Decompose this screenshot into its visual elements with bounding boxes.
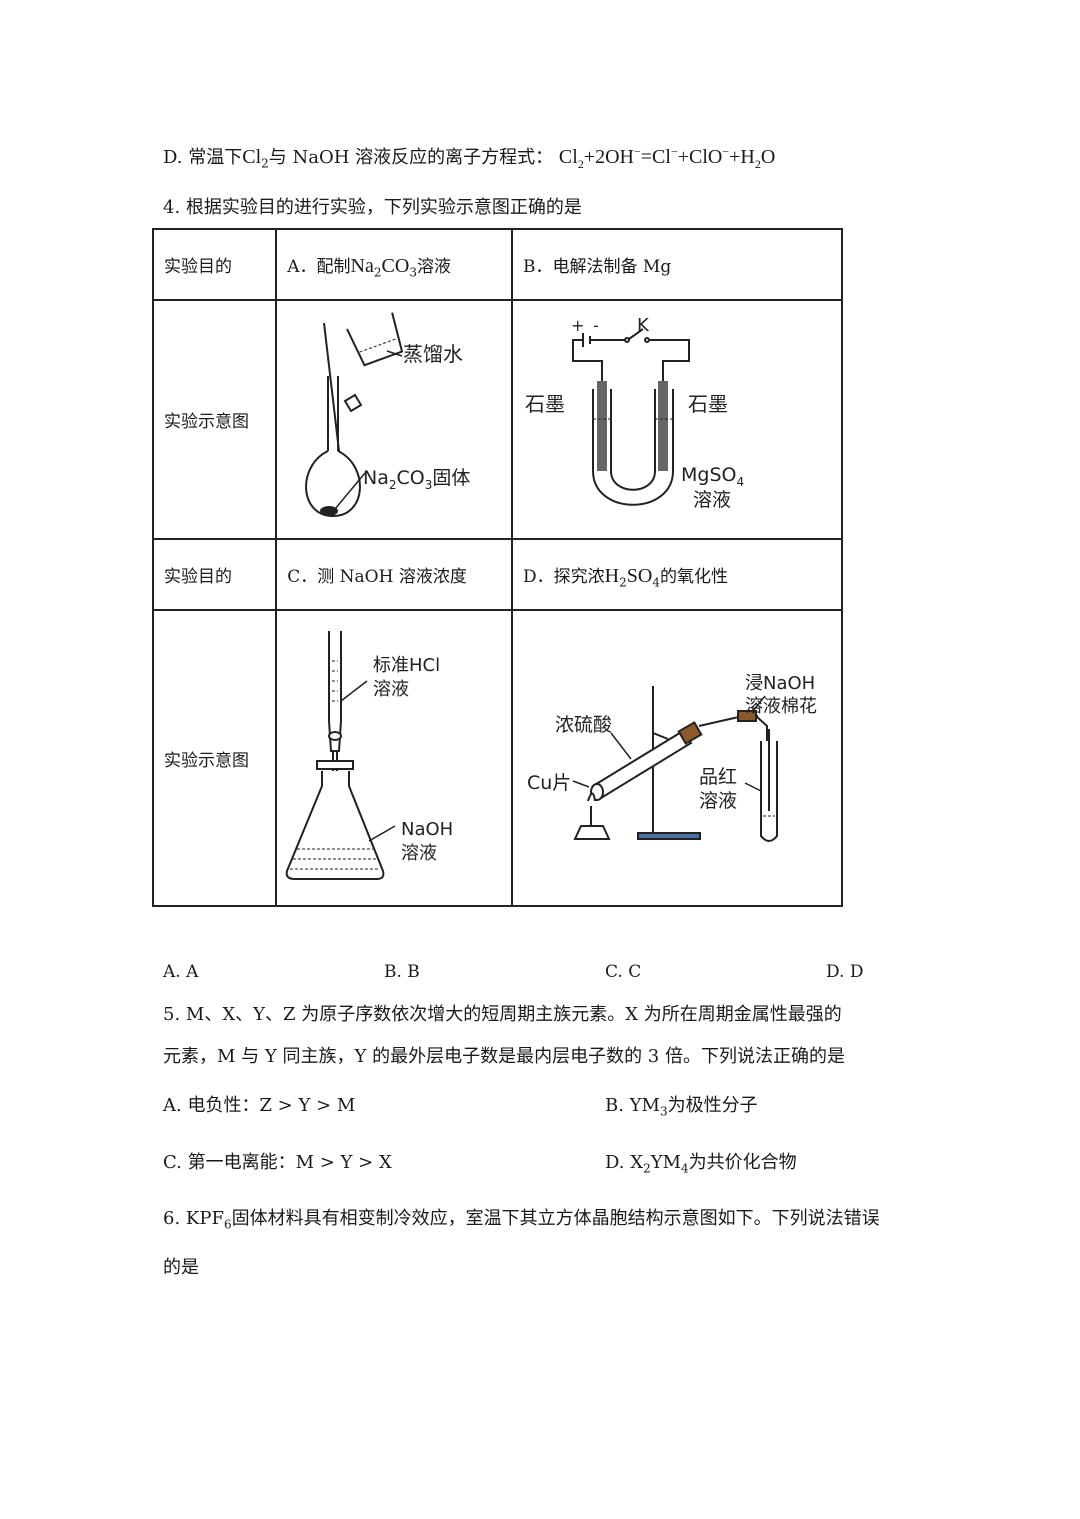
purpose-a-sub1: 2: [373, 264, 382, 279]
purpose-a-co: CO: [381, 254, 410, 277]
co-sub: 3: [425, 478, 433, 492]
figure-b-electrolysis: + - K: [511, 299, 843, 540]
titration-diagram: 标准HCl 溶液 NaOH 溶液: [285, 631, 453, 880]
purpose-d-h: H: [604, 564, 620, 587]
q5-option-c[interactable]: C. 第一电离能：M > Y > X: [163, 1152, 392, 1173]
q5d-sub1: 2: [643, 1161, 651, 1176]
purpose-d-suffix: 的氧化性: [659, 566, 728, 587]
q5d-prefix: D. X: [605, 1152, 644, 1173]
acid-experiment-diagram: 浓硫酸 Cu片 浸NaOH 溶液棉花 品红 溶液: [527, 673, 817, 842]
q3d-cl2: Cl: [242, 146, 262, 168]
purpose-c: C．测 NaOH 溶液浓度: [275, 538, 514, 611]
pink-label-1: 品红: [699, 766, 737, 788]
co-text: CO: [397, 467, 425, 489]
q3d-equation: Cl2+2OH−=Cl−+ClO−+H2O: [558, 144, 776, 171]
naoh-label-2: 溶液: [401, 843, 437, 864]
q3d-prefix: D. 常温下: [163, 147, 243, 168]
q5-option-a[interactable]: A. 电负性：Z > Y > M: [163, 1095, 356, 1116]
na-text: Na: [363, 467, 389, 489]
q5b-suffix: 为极性分子: [667, 1095, 758, 1116]
cu-label: Cu片: [527, 772, 571, 794]
q4-stem: 4. 根据实验目的进行实验，下列实验示意图正确的是: [163, 197, 582, 218]
table-row: 实验示意图: [151, 609, 843, 907]
q3d-mid: 与 NaOH 溶液反应的离子方程式：: [268, 147, 554, 168]
table-row: 实验示意图 蒸馏水 Na2CO3固体: [151, 299, 843, 540]
mgso-text: MgSO: [681, 464, 736, 486]
purpose-d-sub1: 2: [619, 574, 627, 589]
label-distilled-water: 蒸馏水: [403, 342, 463, 366]
solution-label-b: 溶液: [693, 489, 731, 511]
q4-option-b[interactable]: B. B: [384, 962, 420, 982]
label-diagram: 实验示意图: [151, 299, 278, 540]
eq-eq: =Cl: [640, 146, 671, 168]
eq-cl-sub: 2: [577, 157, 584, 171]
q5-option-b[interactable]: B. YM3为极性分子: [605, 1094, 758, 1118]
q4-table: 实验目的 A．配制Na2CO3溶液 B．电解法制备 Mg 实验示意图: [151, 228, 843, 907]
pink-label-2: 溶液: [699, 790, 737, 812]
purpose-d-so: SO: [626, 564, 653, 587]
eq-h: +H: [729, 146, 755, 168]
eq-oh-sup: −: [633, 144, 641, 159]
graphite-left-label: 石墨: [525, 392, 565, 416]
q6-line1-suffix: 固体材料具有相变制冷效应，室温下其立方体晶胞结构示意图如下。下列说法错误: [231, 1208, 880, 1229]
q5b-prefix: B. YM: [605, 1095, 660, 1116]
electrolysis-diagram: + - K: [525, 315, 744, 511]
figure-c-titration: 标准HCl 溶液 NaOH 溶液: [275, 609, 514, 907]
q4-option-c[interactable]: C. C: [605, 962, 642, 982]
figure-d-concentrated-acid: 浓硫酸 Cu片 浸NaOH 溶液棉花 品红 溶液: [511, 609, 843, 907]
label-diagram-2: 实验示意图: [151, 609, 278, 907]
q5b-sub: 3: [659, 1104, 668, 1119]
table-row: 实验目的 A．配制Na2CO3溶液 B．电解法制备 Mg: [151, 228, 843, 301]
q5-stem-line2: 元素，M 与 Y 同主族，Y 的最外层电子数是最内层电子数的 3 倍。下列说法正…: [163, 1046, 845, 1067]
plus-sign: +: [571, 316, 584, 335]
figure-a-volumetric-flask: 蒸馏水 Na2CO3固体: [275, 299, 514, 540]
q6-stem-line2: 的是: [163, 1257, 199, 1278]
cotton-label-2: 溶液棉花: [745, 696, 817, 717]
q5-stem-line1: 5. M、X、Y、Z 为原子序数依次增大的短周期主族元素。X 为所在周期金属性最…: [163, 1004, 842, 1025]
eq-o: O: [760, 146, 776, 168]
eq-cl-sup: −: [670, 144, 678, 159]
q6-sub: 6: [223, 1217, 232, 1232]
minus-sign: -: [593, 316, 599, 335]
q3d-cl2-sub: 2: [261, 156, 269, 171]
q5-option-d[interactable]: D. X2YM4为共价化合物: [605, 1151, 797, 1175]
eq-clo-sup: −: [722, 144, 730, 159]
acid-label: 浓硫酸: [555, 714, 612, 736]
flask-diagram: 蒸馏水 Na2CO3固体: [305, 312, 471, 518]
table-row: 实验目的 C．测 NaOH 溶液浓度 D．探究浓H2SO4的氧化性: [151, 538, 843, 611]
eq-cl: Cl: [558, 146, 578, 168]
purpose-a-na: Na: [350, 254, 374, 277]
purpose-d-prefix: D．探究浓: [523, 566, 605, 587]
purpose-a-suffix: 溶液: [416, 256, 451, 277]
purpose-a: A．配制Na2CO3溶液: [275, 228, 514, 301]
label-purpose-2: 实验目的: [151, 538, 278, 611]
eq-h2o-sub: 2: [754, 157, 761, 171]
cotton-label-1: 浸NaOH: [745, 673, 815, 694]
q6-prefix: 6. KPF: [163, 1208, 224, 1229]
hcl-label-2: 溶液: [373, 679, 409, 700]
purpose-d: D．探究浓H2SO4的氧化性: [511, 538, 843, 611]
q3-option-d: D. 常温下Cl2与 NaOH 溶液反应的离子方程式： Cl2+2OH−=Cl−…: [163, 145, 775, 170]
eq-clo: +ClO: [677, 146, 723, 168]
label-na2co3-solid: Na2CO3固体: [363, 467, 470, 492]
naoh-label-1: NaOH: [401, 819, 453, 840]
q6-stem-line1: 6. KPF6固体材料具有相变制冷效应，室温下其立方体晶胞结构示意图如下。下列说…: [163, 1207, 880, 1231]
q5d-sub2: 4: [681, 1161, 689, 1176]
mgso-sub: 4: [737, 475, 745, 489]
q5d-mid: YM: [650, 1152, 682, 1173]
q5d-suffix: 为共价化合物: [688, 1152, 797, 1173]
purpose-d-sub2: 4: [652, 574, 660, 589]
graphite-right-label: 石墨: [688, 392, 728, 416]
solid-suffix: 固体: [433, 467, 471, 489]
q4-option-d[interactable]: D. D: [826, 962, 864, 982]
purpose-a-prefix: A．配制: [287, 256, 351, 277]
purpose-b: B．电解法制备 Mg: [511, 228, 843, 301]
label-purpose: 实验目的: [151, 228, 278, 301]
eq-rest: +2OH: [583, 146, 634, 168]
na-sub: 2: [389, 478, 397, 492]
mgso4-label: MgSO4: [681, 464, 744, 489]
purpose-a-sub2: 3: [409, 264, 417, 279]
q4-option-a[interactable]: A. A: [163, 962, 199, 982]
hcl-label-1: 标准HCl: [373, 655, 440, 676]
